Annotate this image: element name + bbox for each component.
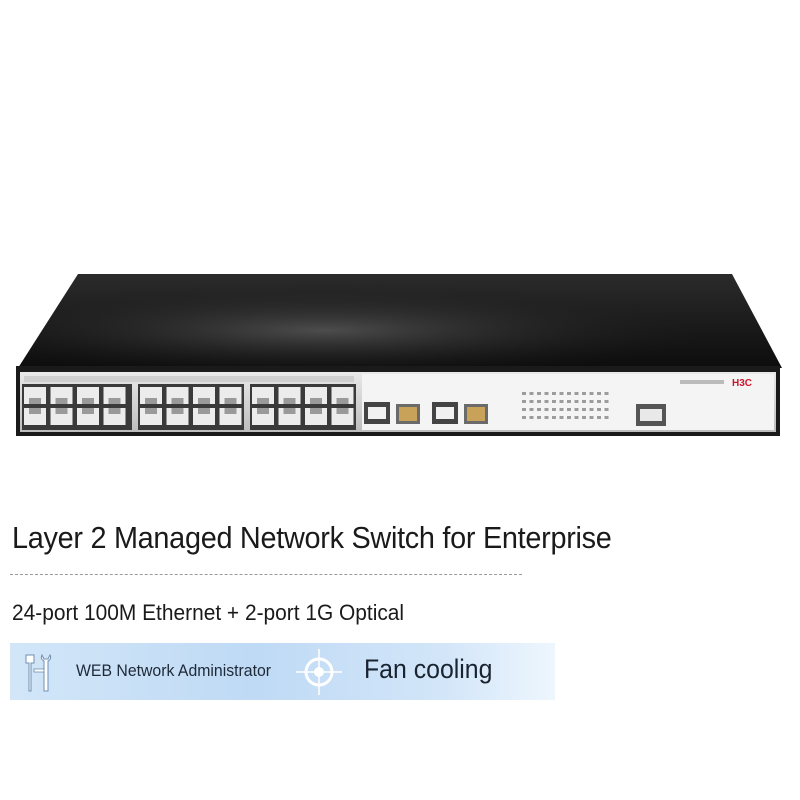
status-led [597,400,601,403]
network-switch-illustration: H3C [16,274,782,436]
status-led [537,400,541,403]
status-led [522,392,526,395]
status-led [552,416,556,419]
status-led [552,408,556,411]
feature-fan-cooling-label: Fan cooling [364,654,493,684]
feature-web-admin-label: WEB Network Administrator [76,661,272,680]
status-led [567,408,571,411]
status-led [552,400,556,403]
status-led [574,392,579,395]
status-led [567,416,571,419]
status-led [574,400,579,403]
status-led [574,408,579,411]
status-led [597,408,601,411]
status-led [582,408,586,411]
status-led [522,416,526,419]
status-led [589,408,594,411]
status-led [589,416,594,419]
status-led [559,392,564,395]
status-led [522,400,526,403]
status-led [567,400,571,403]
status-led [522,408,526,411]
product-title: Layer 2 Managed Network Switch for Enter… [12,520,612,555]
status-led [544,408,549,411]
product-subtitle: 24-port 100M Ethernet + 2-port 1G Optica… [12,600,405,625]
status-led [582,392,586,395]
status-led [604,400,609,403]
status-led [597,392,601,395]
brand-logo: H3C [732,378,752,389]
status-led [604,416,609,419]
status-led [574,416,579,419]
status-led [552,392,556,395]
status-led [589,392,594,395]
status-led [559,408,564,411]
status-led [604,408,609,411]
status-led [589,400,594,403]
title-divider [10,574,522,575]
status-led [582,400,586,403]
status-led [529,408,534,411]
status-led [559,400,564,403]
status-led [529,392,534,395]
fan-icon [296,649,342,695]
status-led [604,392,609,395]
status-led [544,416,549,419]
status-led [567,392,571,395]
status-led [559,416,564,419]
status-led [529,400,534,403]
status-led [537,408,541,411]
status-led [597,416,601,419]
feature-band: WEB Network Administrator Fan cooling [10,643,555,700]
status-led-grid [522,392,609,419]
status-led [537,416,541,419]
status-led [544,400,549,403]
status-led [537,392,541,395]
status-led [544,392,549,395]
status-led [529,416,534,419]
tools-icon [25,653,52,692]
product-image: H3C [16,274,782,436]
status-led [582,416,586,419]
